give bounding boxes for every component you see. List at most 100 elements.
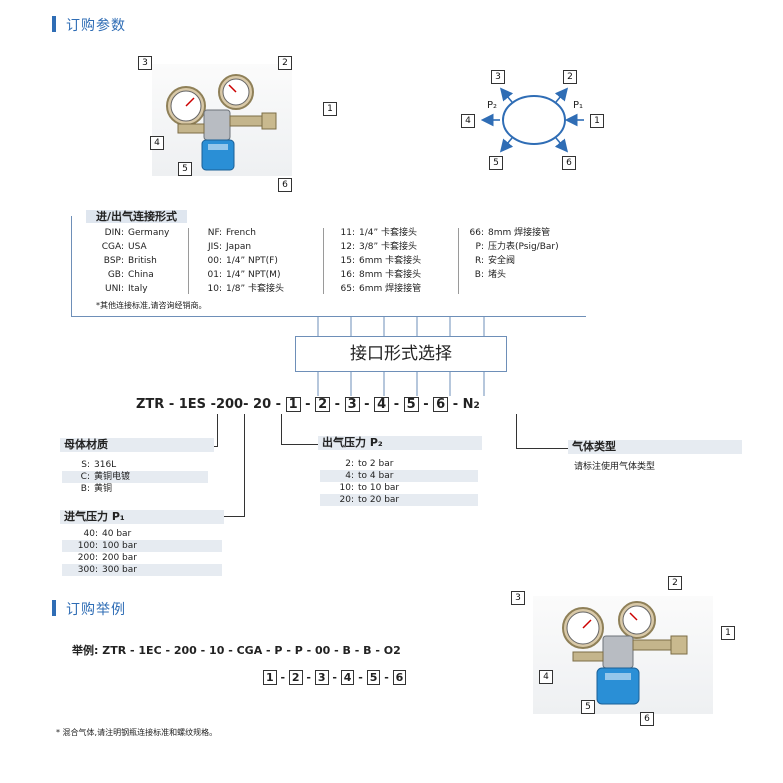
bottom-callout-1: 1 xyxy=(721,626,735,640)
row-value: 1/8” 卡套接头 xyxy=(226,284,285,294)
gas-type-title: 气体类型 xyxy=(568,440,742,454)
table-row: 40: 40 bar xyxy=(62,528,222,540)
callout-4: 4 xyxy=(150,136,164,150)
row-key: 01: xyxy=(207,270,222,280)
connection-note: *其他连接标准,请咨询经销商。 xyxy=(96,301,207,310)
row-key: 200: xyxy=(77,553,98,563)
ring-callout-3: 3 xyxy=(491,70,505,84)
row-value: to 2 bar xyxy=(358,459,394,469)
row-key: S: xyxy=(81,460,90,470)
example-box-4: 4 xyxy=(340,670,355,685)
example-box-3: 3 xyxy=(314,670,329,685)
row-value: 8mm 卡套接头 xyxy=(359,270,422,280)
body-material-title: 母体材质 xyxy=(60,438,214,452)
table-row: 4:to 4 bar xyxy=(320,470,478,482)
table-row: 16: 8mm 卡套接头 xyxy=(325,269,422,281)
table-row: R: 安全阀 xyxy=(460,255,515,267)
table-row: 12: 3/8” 卡套接头 xyxy=(325,241,418,253)
section-title-order-params: 订购参数 xyxy=(66,18,126,34)
example-boxes: 1 - 2 - 3 - 4 - 5 - 6 xyxy=(263,670,407,685)
regulator-illustration xyxy=(166,74,277,171)
table-row: 66: 8mm 焊接接管 xyxy=(460,227,551,239)
footnote: * 混合气体,请注明钢瓶连接标准和螺纹规格。 xyxy=(56,728,218,737)
example-dash: - xyxy=(280,671,286,684)
ring-callout-2: 2 xyxy=(563,70,577,84)
row-key: 40: xyxy=(83,529,98,539)
ring-callout-5: 5 xyxy=(489,156,503,170)
model-code-dash: - xyxy=(452,397,459,412)
ring-callout-1: 1 xyxy=(590,114,604,128)
row-value: to 20 bar xyxy=(358,495,400,505)
leader-line xyxy=(516,414,517,448)
row-value: 3/8” 卡套接头 xyxy=(359,242,418,252)
row-key: 66: xyxy=(469,228,484,238)
row-key: R: xyxy=(474,256,484,266)
p1-label: P₁ xyxy=(573,100,584,111)
model-code-dash: - xyxy=(305,397,311,412)
row-value: Germany xyxy=(128,228,170,238)
table-row: CGA:USA xyxy=(72,241,147,253)
section-title-order-example: 订购举例 xyxy=(66,602,126,618)
table-row: 10:to 10 bar xyxy=(320,482,478,494)
model-code-digit-2: 2 xyxy=(315,397,331,412)
inlet-pressure-title: 进气压力 P₁ xyxy=(60,510,224,524)
table-row: 20: to 20 bar xyxy=(320,494,478,506)
ring-callout-6: 6 xyxy=(562,156,576,170)
ring-callout-4: 4 xyxy=(461,114,475,128)
table-row: 00: 1/4” NPT(F) xyxy=(190,255,278,267)
row-key: UNI: xyxy=(104,284,124,294)
row-key: NF: xyxy=(207,228,222,238)
connection-title: 进/出气连接形式 xyxy=(86,210,188,223)
table-row: 200:200 bar xyxy=(62,552,222,564)
row-key: 10: xyxy=(339,483,354,493)
row-key: 100: xyxy=(77,541,98,551)
leader-line xyxy=(217,414,218,446)
row-key: 00: xyxy=(207,256,222,266)
callout-1: 1 xyxy=(323,102,337,116)
table-row: NF: French xyxy=(190,227,256,239)
row-key: 4: xyxy=(345,471,354,481)
model-code-suffix-sub: 2 xyxy=(473,401,480,411)
row-value: 安全阀 xyxy=(488,256,516,266)
bottom-callout-2: 2 xyxy=(668,576,682,590)
example-dash: - xyxy=(306,671,311,684)
row-value: 6mm 卡套接头 xyxy=(359,256,422,266)
row-value: French xyxy=(226,228,256,238)
example-box-5: 5 xyxy=(366,670,381,685)
leader-line xyxy=(244,414,245,516)
table-row: P:压力表(Psig/Bar) xyxy=(460,241,559,253)
model-code-suffix: N xyxy=(462,397,474,412)
row-value: 1/4” NPT(F) xyxy=(226,256,278,266)
row-value: 300 bar xyxy=(102,565,137,575)
example-box-2: 2 xyxy=(288,670,303,685)
row-value: 1/4” 卡套接头 xyxy=(359,228,418,238)
row-key: B: xyxy=(474,270,484,280)
example-box-6: 6 xyxy=(392,670,407,685)
table-row: 15:6mm 卡套接头 xyxy=(325,255,422,267)
model-code-dash: - xyxy=(393,397,400,412)
row-key: DIN: xyxy=(104,228,124,238)
leader-line xyxy=(281,414,282,444)
table-row: 10:1/8” 卡套接头 xyxy=(190,283,285,295)
row-value: 黄铜电镀 xyxy=(94,472,131,482)
table-row: 2:to 2 bar xyxy=(320,458,478,470)
bottom-callout-6: 6 xyxy=(640,712,654,726)
port-position-diagram xyxy=(480,87,584,153)
table-row: B:黄铜 xyxy=(62,483,208,495)
row-key: 16: xyxy=(340,270,355,280)
table-row: GB:China xyxy=(72,269,154,281)
row-value: 8mm 焊接接管 xyxy=(488,228,551,238)
column-divider xyxy=(188,228,189,294)
row-key: CGA: xyxy=(101,242,124,252)
row-key: C: xyxy=(80,472,90,482)
table-row: DIN: Germany xyxy=(72,227,170,239)
row-key: 300: xyxy=(77,565,98,575)
row-value: 40 bar xyxy=(102,529,132,539)
bottom-callout-5: 5 xyxy=(581,700,595,714)
row-key: BSP: xyxy=(103,256,124,266)
row-key: 65: xyxy=(340,284,355,294)
outlet-pressure-title: 出气压力 P₂ xyxy=(318,436,482,450)
row-key: 20: xyxy=(339,495,354,505)
callout-5: 5 xyxy=(178,162,192,176)
row-key: 12: xyxy=(340,242,355,252)
